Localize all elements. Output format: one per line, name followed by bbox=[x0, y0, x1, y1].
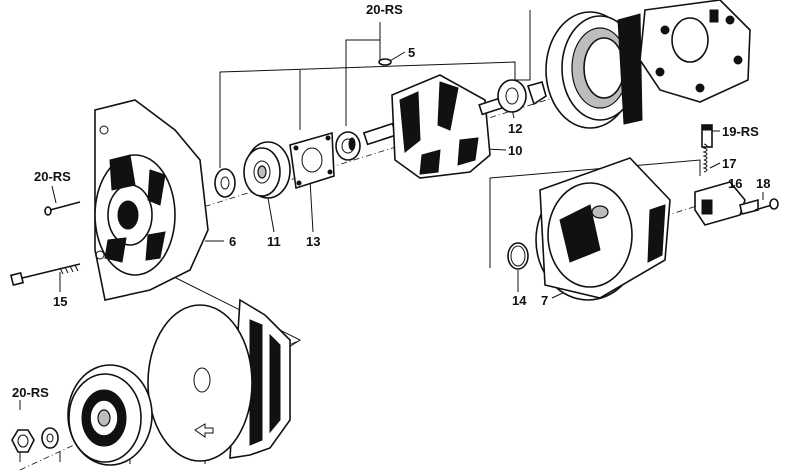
bearing-sleeve bbox=[335, 131, 361, 161]
callout-5: 5 bbox=[408, 45, 415, 60]
callout-12: 12 bbox=[508, 121, 522, 136]
callout-11: 11 bbox=[267, 234, 281, 249]
ball-bearing bbox=[243, 141, 291, 199]
drive-end-housing bbox=[94, 99, 209, 301]
brush bbox=[701, 124, 713, 148]
callout-16: 16 bbox=[728, 176, 742, 191]
callout-10: 10 bbox=[508, 143, 522, 158]
stator bbox=[545, 11, 643, 129]
o-ring bbox=[507, 242, 529, 270]
bearing-cover-plate bbox=[289, 131, 335, 190]
callout-19rs: 19-RS bbox=[722, 124, 759, 139]
rotor bbox=[362, 58, 512, 179]
callout-20rs-bottom: 20-RS bbox=[12, 385, 49, 400]
callout-18: 18 bbox=[756, 176, 770, 191]
washer bbox=[214, 168, 236, 198]
callout-20rs-left: 20-RS bbox=[34, 169, 71, 184]
top-group-bracket bbox=[219, 10, 531, 168]
callout-7: 7 bbox=[541, 293, 548, 308]
brush-holder bbox=[694, 181, 759, 226]
fan bbox=[147, 298, 291, 462]
callout-13: 13 bbox=[306, 234, 320, 249]
through-bolt bbox=[9, 263, 81, 287]
callout-17: 17 bbox=[722, 156, 736, 171]
rear-bearing bbox=[497, 79, 547, 113]
callout-14: 14 bbox=[512, 293, 527, 308]
assembly-axis bbox=[154, 87, 586, 223]
callout-15: 15 bbox=[53, 294, 67, 309]
housing-screw bbox=[44, 201, 81, 216]
rectifier-plate bbox=[639, 0, 751, 103]
nut bbox=[11, 429, 35, 453]
screw bbox=[754, 198, 779, 211]
lock-washer bbox=[41, 427, 59, 449]
callout-20rs-top: 20-RS bbox=[366, 2, 403, 17]
brush-spring bbox=[702, 143, 708, 173]
slip-ring-end-housing bbox=[535, 157, 671, 301]
callout-6: 6 bbox=[229, 234, 236, 249]
callout-labels: 20-RS 5 12 10 19-RS 17 16 18 20-RS 6 11 … bbox=[12, 2, 770, 400]
pulley bbox=[67, 364, 153, 466]
